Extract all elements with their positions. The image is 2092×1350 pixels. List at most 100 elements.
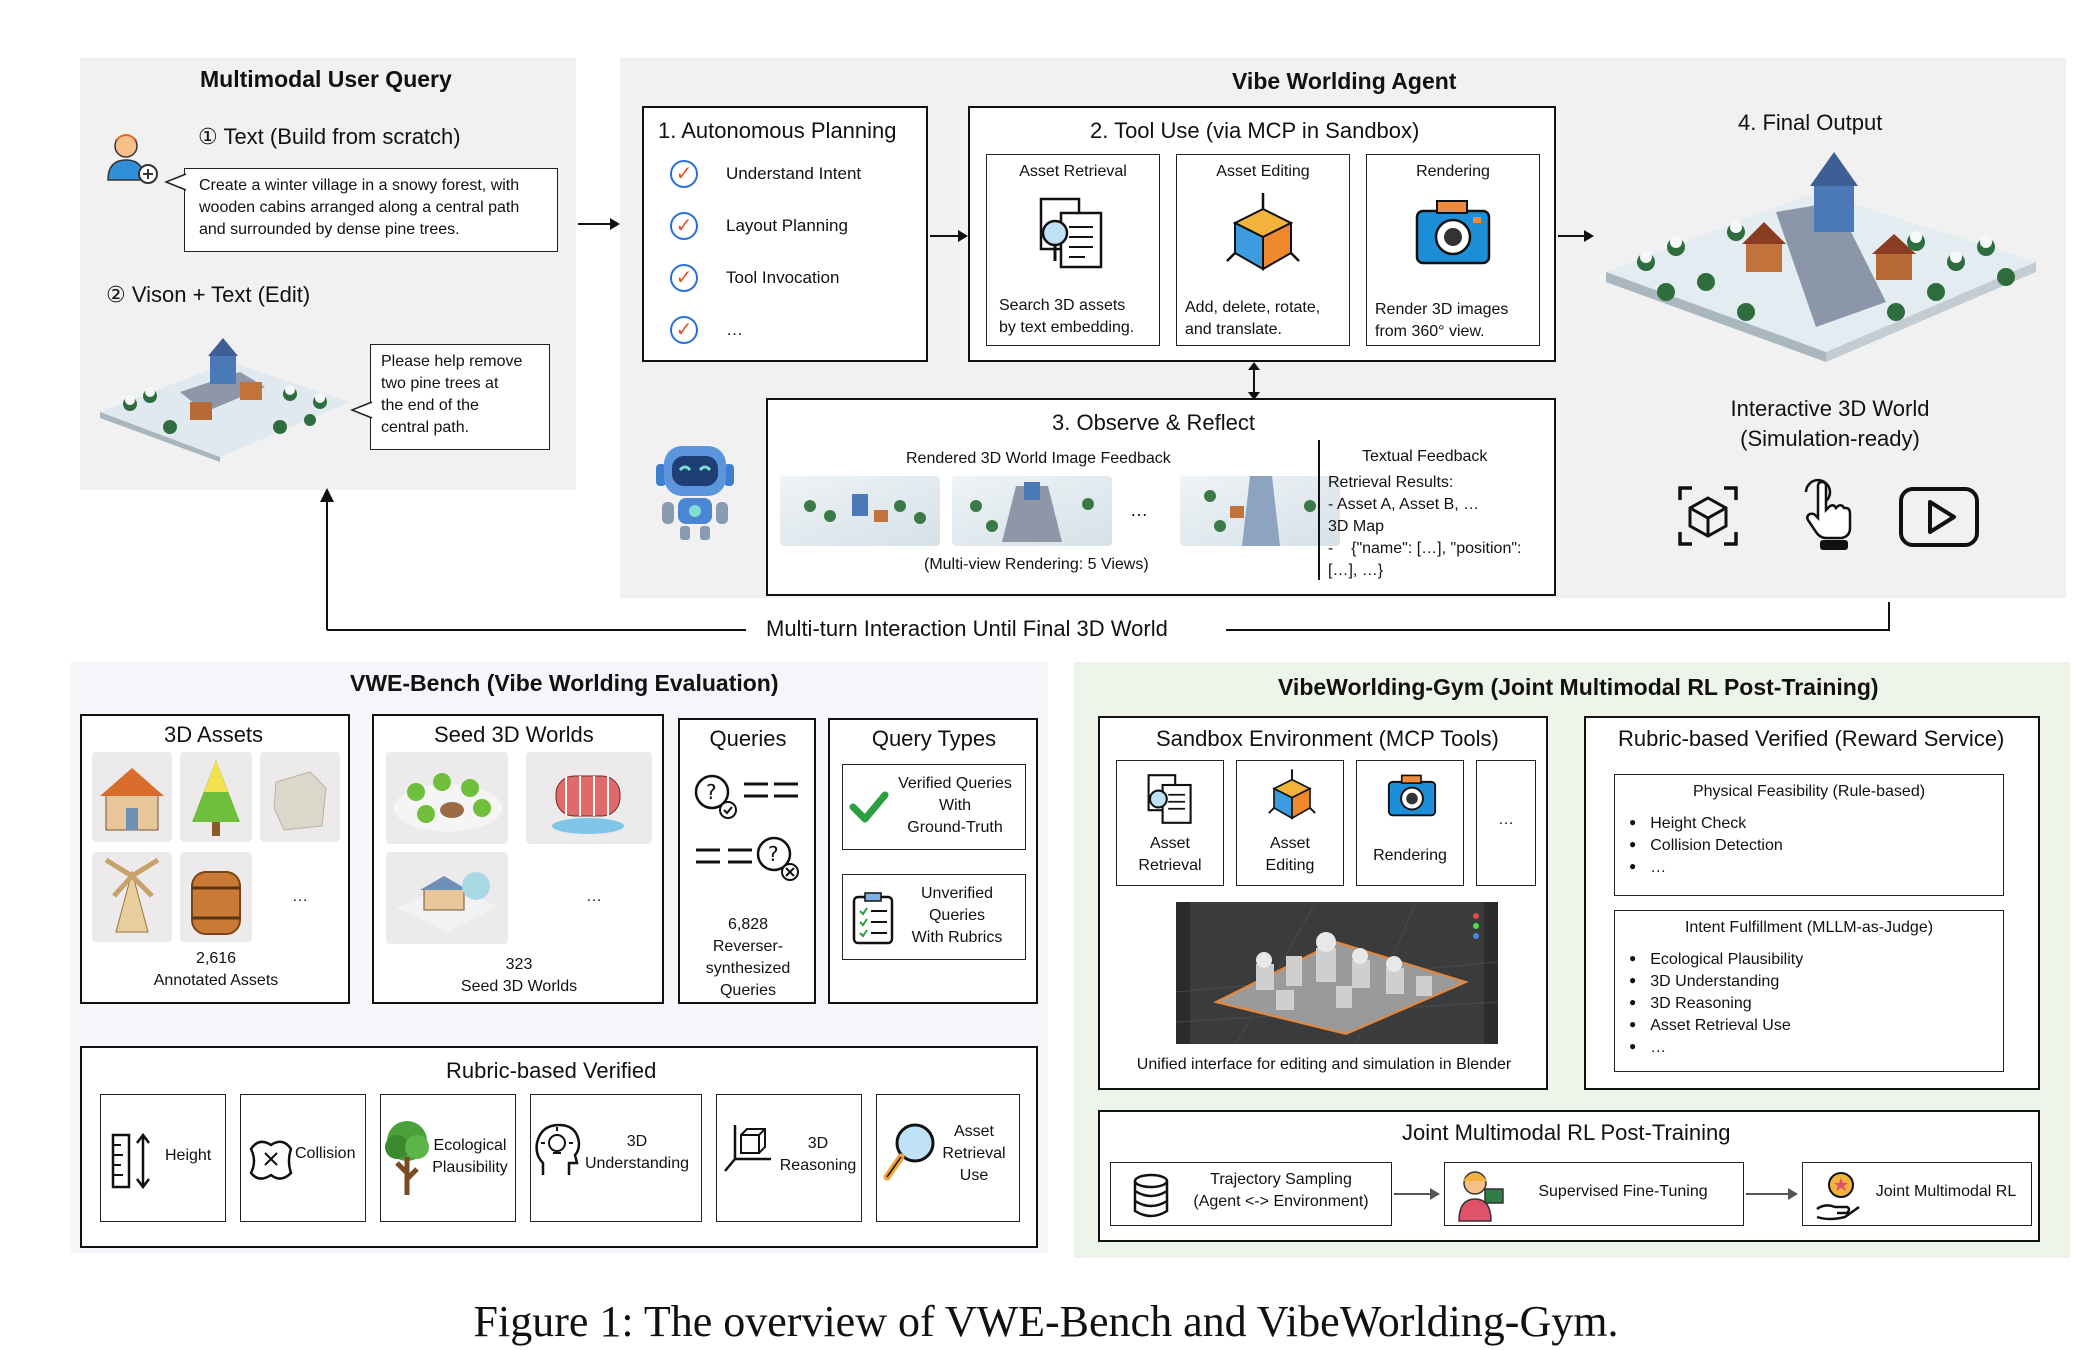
green-check-icon (849, 791, 889, 823)
render-view-image (1180, 476, 1340, 546)
check-icon: ✓ (670, 316, 698, 344)
queries-count: 6,828 (727, 916, 769, 933)
sandbox-tool-asset-retrieval: Asset Retrieval (1116, 760, 1224, 886)
flow-arrow (1558, 230, 1594, 242)
planning-title: 1. Autonomous Planning (658, 118, 897, 143)
cube-edit-icon (1226, 193, 1300, 271)
queries-title: Queries (709, 726, 787, 751)
feedback-divider (1318, 440, 1320, 580)
loop-label: Multi-turn Interaction Until Final 3D Wo… (766, 616, 1168, 641)
flow-arrow (1746, 1188, 1798, 1200)
intent-item: Ecological Plausibility (1629, 951, 1803, 969)
3d-axes-icon (724, 1125, 771, 1172)
assets-title: 3D Assets (164, 722, 264, 747)
asset-rock-image (260, 752, 340, 842)
hand-award-icon (1816, 1172, 1860, 1221)
question-rejected-icon: ? (696, 836, 799, 881)
camera-icon (1387, 774, 1437, 817)
rubric-collision-card: Collision (240, 1094, 366, 1222)
multiview-label: (Multi-view Rendering: 5 Views) (924, 556, 1149, 573)
svg-text:?: ? (706, 780, 717, 804)
asset-pine-image (180, 752, 252, 842)
text-feedback-line: - {"name": […], "position": (1328, 540, 1522, 557)
bench-panel-title: VWE-Bench (Vibe Worlding Evaluation) (350, 670, 779, 696)
clipboard-rubric-icon (852, 892, 894, 945)
rubric-asset-retrieval-card: Asset Retrieval Use (876, 1094, 1020, 1222)
robot-icon (656, 446, 734, 540)
final-output-title: 4. Final Output (1738, 110, 1883, 135)
text-feedback-line: - Asset A, Asset B, … (1328, 496, 1480, 513)
queries-box: Queries ? ? 6,828 Reverser- synthesized … (678, 718, 816, 1004)
intent-item: 3D Understanding (1629, 973, 1779, 991)
seed-label: Seed 3D Worlds (460, 978, 578, 995)
cube-edit-icon (1268, 769, 1316, 820)
gym-panel-title: VibeWorlding-Gym (Joint Multimodal RL Po… (1278, 674, 1879, 700)
text-mode-label: ① Text (Build from scratch) (198, 124, 461, 149)
intent-item: … (1629, 1039, 1666, 1057)
planning-item: ✓ Layout Planning (670, 212, 848, 240)
flow-arrow (578, 218, 620, 230)
tool-card-asset-editing: Asset Editing Add, delete, rotate, and t… (1176, 154, 1350, 346)
feedback-loop-line (320, 488, 1890, 631)
text-feedback-line: Retrieval Results: (1328, 474, 1454, 491)
edit-prompt-bubble: Please help remove two pine trees at the… (370, 344, 550, 450)
edit-mode-label: ② Vison + Text (Edit) (106, 282, 311, 307)
text-prompt-line: and surrounded by dense pine trees. (199, 221, 460, 238)
physical-item: Collision Detection (1629, 837, 1783, 855)
village-edit-image (100, 338, 350, 462)
camera-icon (1415, 200, 1491, 265)
rl-step-joint-rl: Joint Multimodal RL (1802, 1162, 2032, 1226)
asset-cabin-image (92, 752, 172, 842)
interactive-world-line: Interactive 3D World (1730, 396, 1930, 421)
flow-arrow (1394, 1188, 1440, 1200)
query-panel-title: Multimodal User Query (200, 66, 452, 92)
agent-panel-title: Vibe Worlding Agent (1232, 68, 1457, 94)
3d-box-icon (1678, 486, 1738, 546)
tool-use-box: 2. Tool Use (via MCP in Sandbox) Asset R… (968, 106, 1556, 362)
tool-card-asset-retrieval: Asset Retrieval Search 3D assets by text… (986, 154, 1160, 346)
assets-count: 2,616 (195, 950, 237, 967)
edit-prompt-line: Please help remove (381, 353, 523, 370)
text-prompt-bubble: Create a winter village in a snowy fores… (184, 168, 558, 252)
planning-item: ✓ … (670, 316, 743, 344)
text-feedback-title: Textual Feedback (1362, 448, 1488, 465)
views-ellipsis: … (1130, 500, 1148, 520)
tool-use-title: 2. Tool Use (via MCP in Sandbox) (1090, 118, 1420, 143)
bench-rubric-box: Rubric-based Verified Height Collision E… (80, 1046, 1038, 1248)
rubric-3d-understanding-card: 3D Understanding (530, 1094, 702, 1222)
queries-label-line: Reverser- (712, 938, 784, 955)
seed-ellipsis: … (586, 888, 602, 905)
verified-queries-card: Verified Queries With Ground-Truth (842, 764, 1026, 850)
figure-caption: Figure 1: The overview of VWE-Bench and … (473, 1297, 1619, 1346)
bubble-tail (350, 401, 373, 419)
magnifier-icon (883, 1123, 935, 1181)
assets-box: 3D Assets … 2,616 Annotated Assets (80, 714, 350, 1004)
rl-step-trajectory: Trajectory Sampling (Agent <-> Environme… (1110, 1162, 1392, 1226)
sandbox-box: Sandbox Environment (MCP Tools) Asset Re… (1098, 716, 1548, 1090)
flow-arrow (930, 230, 968, 242)
edit-prompt-line: the end of the (381, 397, 479, 414)
text-prompt-line: Create a winter village in a snowy fores… (199, 177, 520, 194)
document-search-icon (1147, 774, 1192, 824)
interactive-world-line: (Simulation-ready) (1740, 426, 1920, 451)
query-types-box: Query Types Verified Queries With Ground… (828, 718, 1038, 1004)
sandbox-tool-more: … (1476, 760, 1536, 886)
render-view-image (780, 476, 940, 546)
queries-label-line: synthesized (705, 960, 791, 977)
render-view-image (952, 476, 1112, 546)
assets-label: Annotated Assets (153, 972, 279, 989)
observe-box: 3. Observe & Reflect Rendered 3D World I… (766, 398, 1556, 596)
rubric-height-card: Height (100, 1094, 226, 1222)
edit-prompt-line: central path. (381, 419, 470, 436)
intent-fulfillment-box: Intent Fulfillment (MLLM-as-Judge) Ecolo… (1614, 910, 2004, 1072)
edit-prompt-line: two pine trees at (381, 375, 499, 392)
user-add-icon (107, 134, 158, 184)
physical-item: … (1629, 859, 1666, 877)
svg-text:?: ? (768, 842, 779, 866)
rubric-3d-reasoning-card: 3D Reasoning (716, 1094, 862, 1222)
seed-count: 323 (505, 956, 533, 973)
seed-title: Seed 3D Worlds (434, 722, 594, 747)
text-prompt-line: wooden cabins arranged along a central p… (199, 199, 520, 216)
physical-item: Height Check (1629, 815, 1746, 833)
bench-rubric-title: Rubric-based Verified (446, 1058, 657, 1083)
